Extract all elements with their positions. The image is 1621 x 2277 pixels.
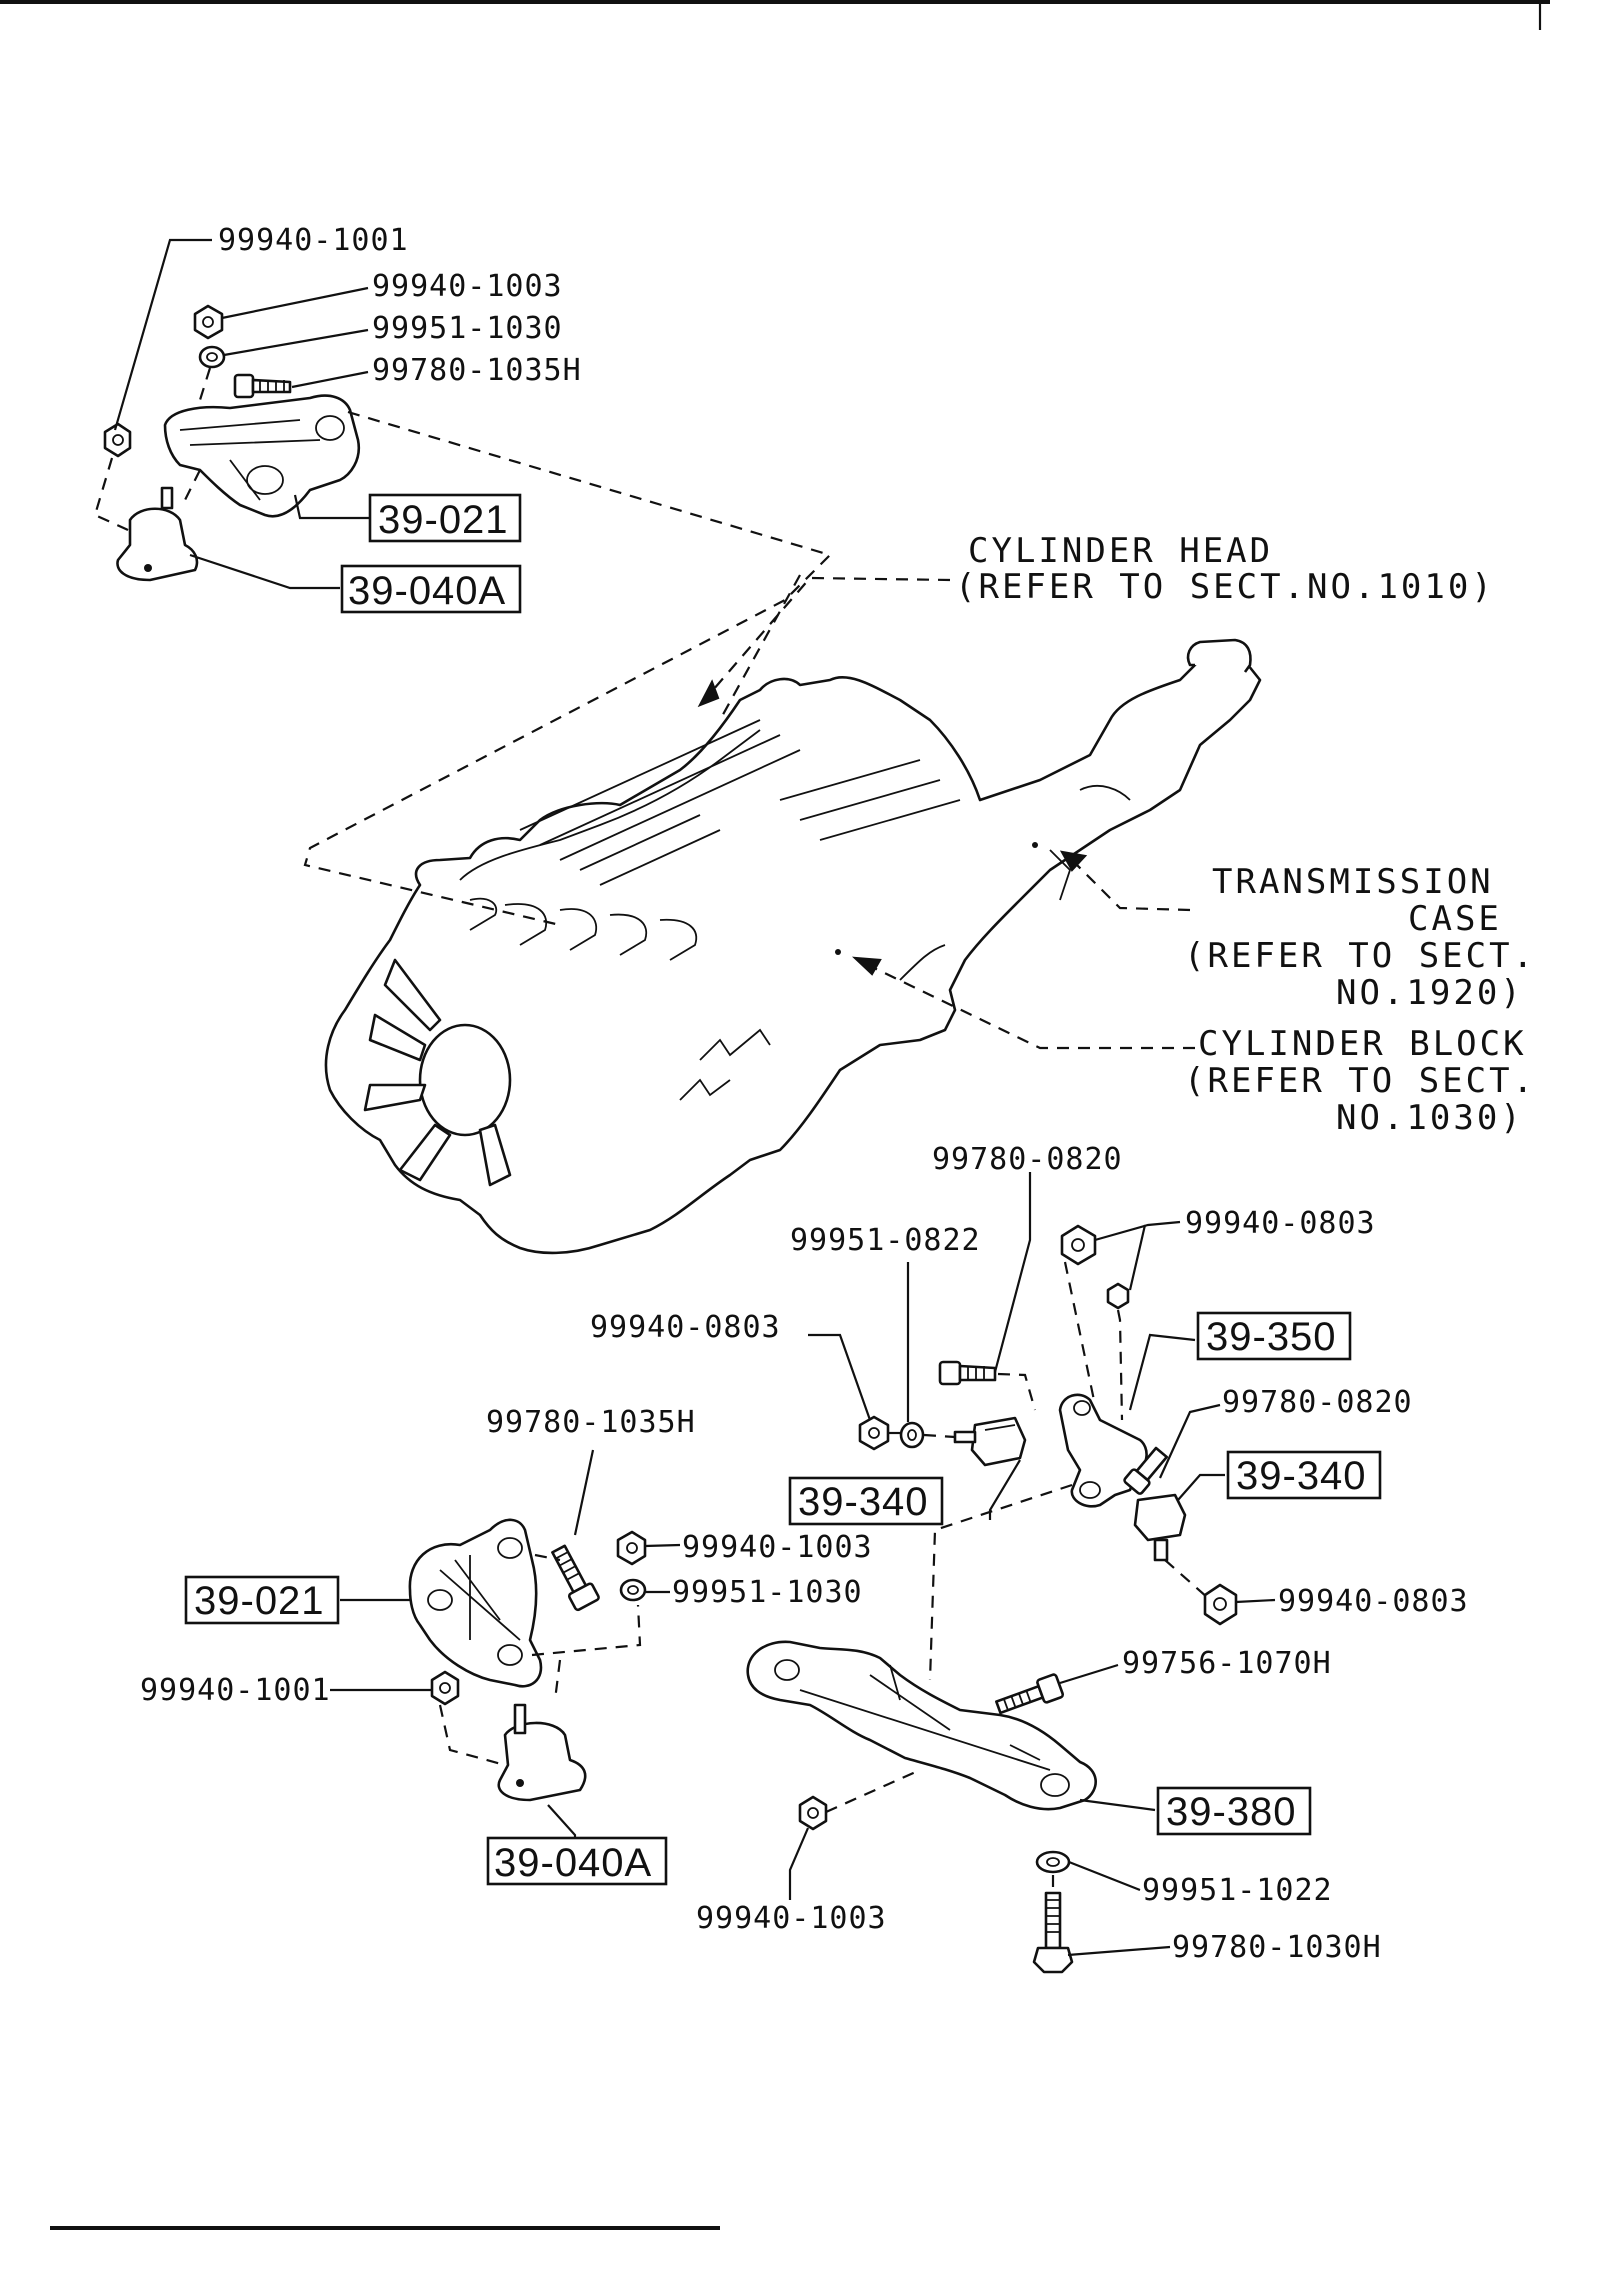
rear-mount-340-left xyxy=(970,1416,1027,1467)
label-rear-nut-0803-top: 99940-0803 xyxy=(1185,1206,1376,1241)
label-cylinder-head-line1: CYLINDER HEAD xyxy=(968,531,1273,571)
callout-box-upper-mount xyxy=(340,564,522,614)
upper-washer-1030 xyxy=(198,345,226,369)
label-lower-mount: 39-040A xyxy=(494,1841,652,1885)
label-lower-bolt-1035h: 99780-1035H xyxy=(486,1405,696,1440)
rear-bolt-1070h xyxy=(995,1673,1065,1715)
rear-nut-0803-top xyxy=(1060,1224,1097,1266)
label-upper-bolt-1035h: 99780-1035H xyxy=(372,353,582,388)
label-rear-mount-340-right: 39-340 xyxy=(1236,1454,1367,1498)
label-rear-nut-0803-left: 99940-0803 xyxy=(590,1310,781,1345)
label-rear-bolt-0820-top: 99780-0820 xyxy=(932,1142,1123,1177)
label-rear-nut-1003: 99940-1003 xyxy=(696,1901,887,1936)
label-cylinder-head-line2: (REFER TO SECT.NO.1010) xyxy=(955,567,1495,607)
label-transmission-line4: NO.1920) xyxy=(1336,973,1524,1013)
engine-transmission-assembly xyxy=(324,638,1262,1255)
upper-bolt-1035h xyxy=(233,373,292,399)
label-rear-bolt-1070h: 99756-1070H xyxy=(1122,1646,1332,1681)
label-transmission-line1: TRANSMISSION xyxy=(1212,862,1494,902)
upper-engine-bracket xyxy=(163,394,361,518)
rear-bolt-0820-right xyxy=(1123,1446,1169,1495)
page-border xyxy=(0,0,1550,2230)
label-cylinder-block-line3: NO.1030) xyxy=(1336,1098,1524,1138)
label-lower-nut-1003: 99940-1003 xyxy=(682,1530,873,1565)
lower-nut-1001 xyxy=(430,1670,460,1706)
rear-washer-0822 xyxy=(899,1421,925,1449)
label-lower-bracket: 39-021 xyxy=(194,1579,325,1623)
label-lower-nut-1001: 99940-1001 xyxy=(140,1673,331,1708)
rear-bolt-0820-top xyxy=(938,1360,997,1386)
lower-left-mount-labels: 99780-1035H 99940-1003 99951-1030 39-021… xyxy=(140,1405,873,1886)
label-transmission-line3: (REFER TO SECT. xyxy=(1184,936,1536,976)
rear-nut-0803-bottom xyxy=(1203,1583,1238,1626)
lower-washer-1030 xyxy=(619,1578,647,1602)
label-upper-nut-1001: 99940-1001 xyxy=(218,223,409,258)
label-rear-washer-1022: 99951-1022 xyxy=(1142,1873,1333,1908)
rear-mount-labels: 99780-0820 99951-0822 99940-0803 99940-0… xyxy=(590,1142,1469,1965)
rear-crossmember-380 xyxy=(746,1640,1097,1811)
label-rear-crossmember: 39-380 xyxy=(1166,1790,1297,1834)
label-upper-mount: 39-040A xyxy=(348,569,506,613)
label-rear-nut-0803-bottom: 99940-0803 xyxy=(1278,1584,1469,1619)
label-upper-nut-1003: 99940-1003 xyxy=(372,269,563,304)
callout-box-rear-crossmember xyxy=(1156,1786,1312,1836)
cooling-fan-icon xyxy=(363,958,512,1187)
upper-nut-1003 xyxy=(193,304,224,340)
upper-mount-labels: 99940-1001 99940-1003 99951-1030 99780-1… xyxy=(218,223,582,614)
lower-nut-1003 xyxy=(616,1530,647,1566)
lower-rubber-mount xyxy=(497,1721,587,1802)
rear-bolt-1030h xyxy=(1032,1891,1074,1974)
label-cylinder-block-line1: CYLINDER BLOCK xyxy=(1198,1024,1527,1064)
callout-box-lower-mount xyxy=(486,1836,668,1886)
callout-box-rear-bracket-350 xyxy=(1196,1311,1352,1361)
upper-rubber-mount xyxy=(116,507,199,582)
rear-nut-0803-small xyxy=(1106,1282,1130,1310)
upper-nut-1001 xyxy=(103,422,132,458)
reference-callouts: CYLINDER HEAD (REFER TO SECT.NO.1010) TR… xyxy=(697,531,1536,1138)
label-transmission-line2: CASE xyxy=(1408,899,1502,939)
label-upper-bracket: 39-021 xyxy=(378,498,509,542)
rear-washer-1022 xyxy=(1035,1850,1071,1874)
label-rear-bolt-0820-right: 99780-0820 xyxy=(1222,1385,1413,1420)
lower-left-mount-group xyxy=(330,1449,681,1855)
rear-mount-340-right xyxy=(1133,1493,1187,1542)
label-lower-washer-1030: 99951-1030 xyxy=(672,1575,863,1610)
rear-mount-group xyxy=(746,1172,1276,1974)
rear-nut-1003 xyxy=(798,1795,828,1831)
label-cylinder-block-line2: (REFER TO SECT. xyxy=(1184,1061,1536,1101)
rear-nut-0803-left xyxy=(858,1415,890,1451)
label-rear-bolt-1030h: 99780-1030H xyxy=(1172,1930,1382,1965)
upper-mount-group xyxy=(93,238,833,927)
label-rear-mount-340-left: 39-340 xyxy=(798,1480,929,1524)
label-rear-washer-0822: 99951-0822 xyxy=(790,1223,981,1258)
lower-bolt-1035h xyxy=(551,1544,600,1612)
label-upper-washer-1030: 99951-1030 xyxy=(372,311,563,346)
callout-box-upper-bracket xyxy=(368,493,522,543)
callout-box-lower-bracket xyxy=(184,1575,340,1625)
callout-box-rear-mount-340-right xyxy=(1226,1450,1382,1500)
label-rear-bracket-350: 39-350 xyxy=(1206,1315,1337,1359)
callout-box-rear-mount-340-left xyxy=(788,1476,944,1526)
